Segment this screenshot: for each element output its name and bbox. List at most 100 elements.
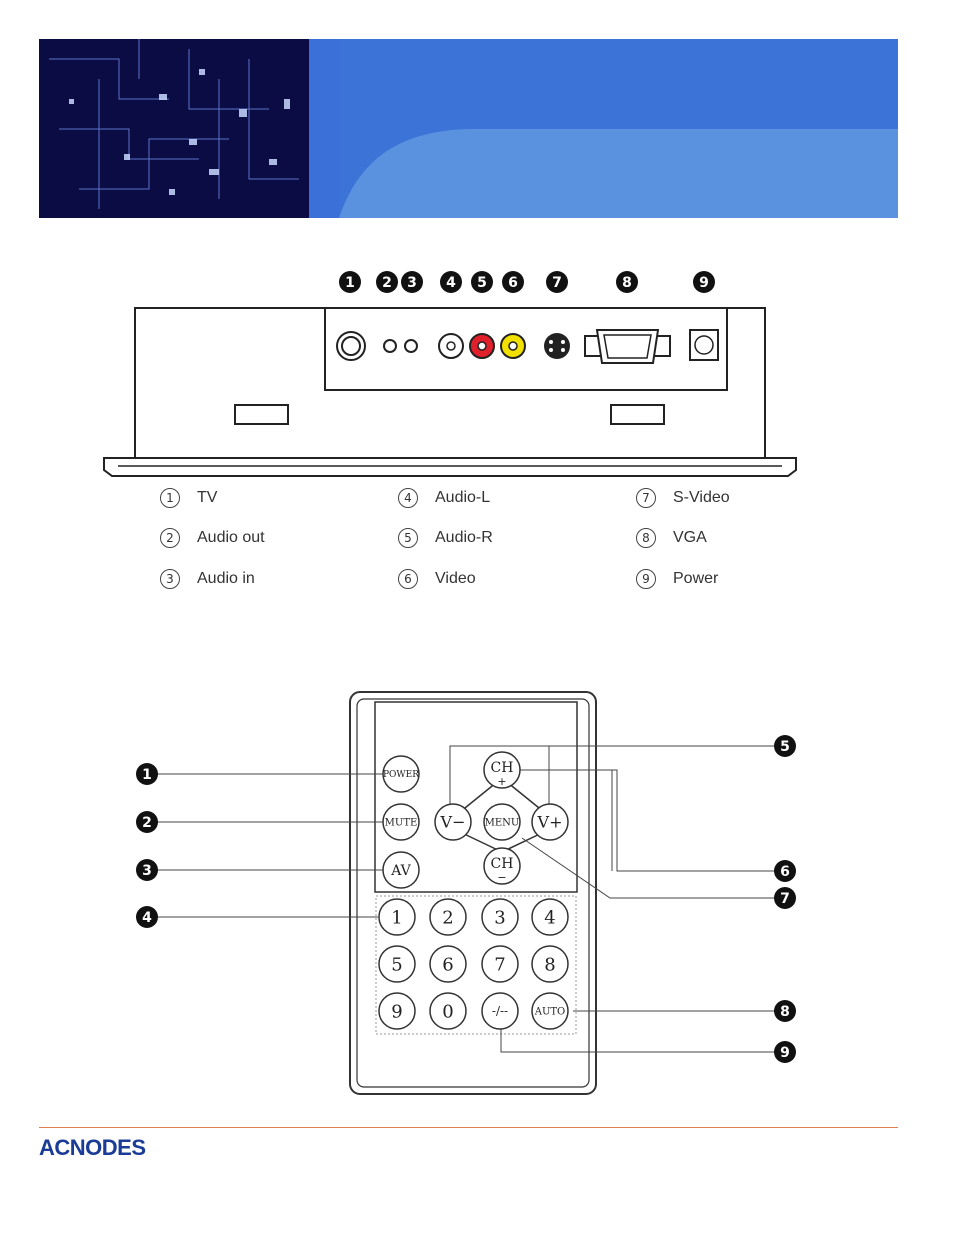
callout-9: 9 xyxy=(774,1041,796,1063)
legend-number: 5 xyxy=(398,528,418,548)
callout-5: 5 xyxy=(774,735,796,757)
legend-number: 3 xyxy=(160,569,180,589)
digit-6-button: 6 xyxy=(429,945,467,983)
legend-number: 2 xyxy=(160,528,180,548)
marker-9: 9 xyxy=(693,271,715,293)
digit-5-button: 5 xyxy=(378,945,416,983)
digit-4-button-label: 4 xyxy=(544,907,555,928)
digit-1-button: 1 xyxy=(378,898,416,936)
legend-number: 1 xyxy=(160,488,180,508)
legend-item-2: 2 Audio out xyxy=(160,526,265,550)
marker-number: 7 xyxy=(552,275,562,291)
marker-4: 4 xyxy=(440,271,462,293)
menu-button-label: MENU xyxy=(485,818,520,829)
power-button: POWER xyxy=(382,755,420,793)
legend-number: 8 xyxy=(636,528,656,548)
av-button: AV xyxy=(382,851,420,889)
digit-9-button: 9 xyxy=(378,992,416,1030)
digit-8-button: 8 xyxy=(531,945,569,983)
footer-rule xyxy=(39,1127,898,1128)
marker-5: 5 xyxy=(471,271,493,293)
marker-1: 1 xyxy=(339,271,361,293)
callout-number: 1 xyxy=(142,767,152,783)
digit-3-button: 3 xyxy=(481,898,519,936)
legend-label: Audio out xyxy=(197,529,265,546)
digit-1-button-label: 1 xyxy=(391,907,402,928)
marker-number: 9 xyxy=(699,275,709,291)
legend-number: 9 xyxy=(636,569,656,589)
digit-7-button-label: 7 xyxy=(494,954,505,975)
marker-3: 3 xyxy=(401,271,423,293)
logo-text: ACNODES xyxy=(39,1135,146,1160)
callout-4: 4 xyxy=(136,906,158,928)
callout-7: 7 xyxy=(774,887,796,909)
digit-4-button: 4 xyxy=(531,898,569,936)
digit-2-button: 2 xyxy=(429,898,467,936)
ch-plus-button-label: CH xyxy=(491,760,514,776)
power-button-label: POWER xyxy=(383,770,419,780)
ch-plus-button: CH+ xyxy=(483,751,521,789)
callout-8: 8 xyxy=(774,1000,796,1022)
v-plus-button: V+ xyxy=(531,803,569,841)
legend-label: VGA xyxy=(673,529,707,546)
digit-8-button-label: 8 xyxy=(544,954,555,975)
callout-3: 3 xyxy=(136,859,158,881)
marker-number: 1 xyxy=(345,275,355,291)
digit-2-button-label: 2 xyxy=(442,907,453,928)
header-banner xyxy=(39,39,898,218)
av-button-label: AV xyxy=(390,863,411,879)
digit-7-button: 7 xyxy=(481,945,519,983)
mute-button: MUTE xyxy=(382,803,420,841)
digit-3-button-label: 3 xyxy=(494,907,505,928)
legend-label: Audio-L xyxy=(435,489,491,506)
v-minus-button-label: V− xyxy=(440,813,466,832)
dash-button: -/-- xyxy=(481,992,519,1030)
ch-minus-button: CH− xyxy=(483,847,521,885)
legend-label: TV xyxy=(197,489,218,506)
callout-number: 2 xyxy=(142,815,152,831)
digit-9-button-label: 9 xyxy=(391,1001,402,1022)
acnodes-logo: ACNODES xyxy=(39,1135,146,1160)
legend-item-1: 1 TV xyxy=(160,486,217,510)
callout-number: 3 xyxy=(142,863,152,879)
callout-6: 6 xyxy=(774,860,796,882)
banner-swoosh xyxy=(339,39,898,218)
ch-plus-button-sign: + xyxy=(497,775,506,788)
callout-number: 5 xyxy=(780,739,790,755)
marker-number: 6 xyxy=(508,275,518,291)
v-minus-button: V− xyxy=(434,803,472,841)
callout-number: 8 xyxy=(780,1004,790,1020)
legend-item-8: 8 VGA xyxy=(636,526,707,550)
legend-label: Video xyxy=(435,570,476,587)
marker-number: 5 xyxy=(477,275,487,291)
callout-number: 9 xyxy=(780,1045,790,1061)
marker-7: 7 xyxy=(546,271,568,293)
legend-item-3: 3 Audio in xyxy=(160,567,255,591)
marker-number: 3 xyxy=(407,275,417,291)
menu-button: MENU xyxy=(483,803,521,841)
legend-label: S-Video xyxy=(673,489,730,506)
legend-item-4: 4 Audio-L xyxy=(398,486,490,510)
legend-label: Audio in xyxy=(197,570,255,587)
digit-0-button-label: 0 xyxy=(442,1001,453,1022)
mute-button-label: MUTE xyxy=(385,818,418,829)
callout-number: 7 xyxy=(780,891,790,907)
marker-number: 8 xyxy=(622,275,632,291)
marker-number: 4 xyxy=(446,275,456,291)
legend-number: 4 xyxy=(398,488,418,508)
marker-8: 8 xyxy=(616,271,638,293)
ch-minus-button-sign: − xyxy=(497,871,506,884)
marker-2: 2 xyxy=(376,271,398,293)
callout-number: 4 xyxy=(142,910,152,926)
digit-0-button: 0 xyxy=(429,992,467,1030)
dash-button-label: -/-- xyxy=(492,1004,508,1018)
digit-5-button-label: 5 xyxy=(391,954,402,975)
marker-number: 2 xyxy=(382,275,392,291)
